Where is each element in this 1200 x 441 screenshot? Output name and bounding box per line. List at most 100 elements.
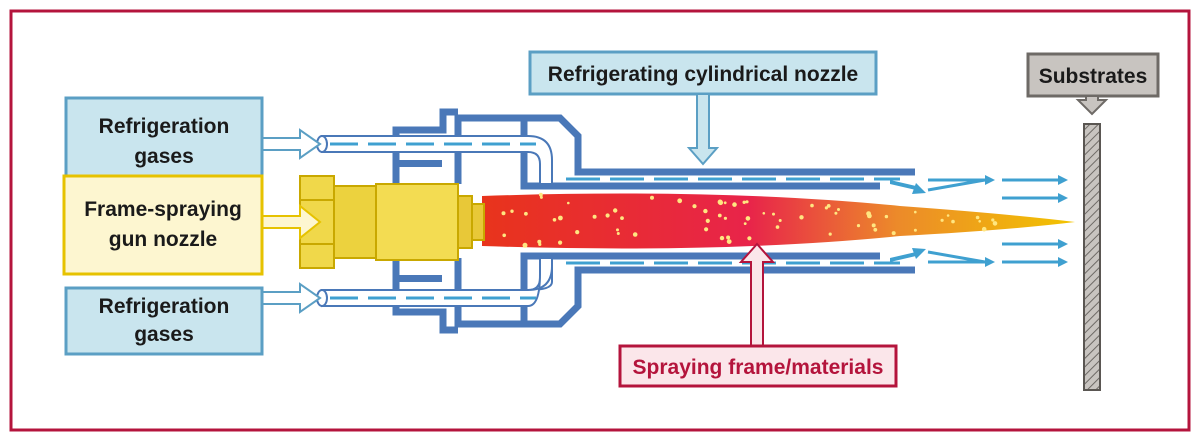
spray-particle bbox=[834, 211, 838, 215]
spray-particle bbox=[856, 224, 861, 228]
spray-particle bbox=[703, 208, 708, 214]
label-line: Refrigeration bbox=[99, 115, 230, 138]
spray-particle bbox=[575, 230, 580, 235]
spray-particle bbox=[502, 233, 507, 238]
spray-particle bbox=[747, 236, 752, 241]
gas-inflow-arrows bbox=[261, 128, 322, 314]
spray-particle bbox=[745, 200, 749, 204]
spray-particle bbox=[537, 239, 542, 244]
exit-gas-streams bbox=[927, 175, 1068, 267]
spray-particle bbox=[552, 218, 557, 222]
spray-particle bbox=[981, 226, 987, 232]
callout-arrow-icon bbox=[686, 93, 720, 166]
gas-flow-lines bbox=[330, 142, 900, 300]
spray-particle bbox=[867, 213, 872, 219]
inflow-arrow-icon bbox=[261, 128, 322, 160]
label-gun-nozzle: Frame-spraying gun nozzle bbox=[62, 174, 264, 276]
label-line: gases bbox=[134, 145, 194, 168]
spray-particle bbox=[951, 219, 955, 224]
spray-particle bbox=[778, 219, 782, 222]
spray-particle bbox=[837, 208, 840, 211]
gun-inflow-arrow-icon bbox=[261, 203, 322, 241]
label-refrigeration-gases-top: Refrigeration gases bbox=[64, 96, 264, 190]
spray-particle bbox=[826, 204, 831, 208]
spray-particle bbox=[717, 213, 722, 218]
spray-particle bbox=[539, 195, 543, 199]
spray-particle bbox=[946, 214, 950, 217]
spray-particle bbox=[742, 200, 746, 204]
label-line: gun nozzle bbox=[109, 228, 218, 251]
inflow-arrow-icon bbox=[261, 282, 322, 314]
spray-particle bbox=[871, 223, 876, 228]
spray-particle bbox=[592, 214, 597, 219]
spray-particle bbox=[692, 204, 697, 209]
substrate-plate bbox=[1083, 123, 1101, 391]
spray-particle bbox=[726, 239, 732, 245]
spray-flame bbox=[482, 193, 1075, 249]
spray-particle bbox=[567, 201, 570, 205]
spray-particle bbox=[501, 211, 506, 216]
gas-inlet-tubes bbox=[316, 135, 553, 308]
spray-particle bbox=[717, 199, 723, 205]
spray-particle bbox=[605, 213, 610, 218]
spray-particle bbox=[558, 215, 563, 221]
gas-outflow-arrows bbox=[890, 180, 926, 262]
spray-particle bbox=[828, 232, 832, 236]
spray-particle bbox=[775, 225, 780, 229]
spray-particle bbox=[677, 198, 683, 204]
spray-particle bbox=[978, 220, 981, 223]
spray-particle bbox=[539, 192, 543, 197]
spray-particle bbox=[743, 222, 747, 226]
gun-nozzle-hardware bbox=[299, 175, 485, 269]
spray-particle bbox=[824, 206, 829, 210]
spray-particle bbox=[772, 212, 775, 216]
label-line: Frame-spraying bbox=[84, 198, 242, 221]
callout-arrow-icon bbox=[738, 242, 776, 347]
spray-particle bbox=[975, 215, 980, 220]
spray-particle bbox=[613, 208, 618, 213]
label-substrates: Substrates bbox=[1026, 52, 1160, 116]
spray-particle bbox=[940, 218, 944, 222]
spray-particle bbox=[993, 222, 997, 226]
spray-particle bbox=[762, 212, 766, 215]
label-text: Substrates bbox=[1039, 65, 1148, 88]
spray-particle bbox=[991, 218, 995, 222]
label-text: Refrigerating cylindrical nozzle bbox=[548, 63, 858, 86]
spray-particle bbox=[745, 216, 751, 221]
spray-particle bbox=[616, 228, 619, 232]
spray-particle bbox=[810, 203, 814, 208]
spray-particle bbox=[723, 216, 728, 220]
outflow-arrow-icon bbox=[890, 180, 926, 194]
spray-particle bbox=[719, 235, 725, 241]
outflow-arrow-icon bbox=[890, 248, 926, 262]
spray-particle bbox=[913, 228, 917, 232]
spray-particle bbox=[914, 210, 917, 214]
spray-particle bbox=[650, 195, 654, 200]
spray-particle bbox=[732, 202, 737, 207]
spray-particle bbox=[632, 232, 638, 237]
spray-particle bbox=[620, 216, 624, 221]
spray-particle bbox=[524, 211, 528, 216]
spray-particle bbox=[616, 232, 620, 235]
spray-particle bbox=[723, 201, 727, 205]
label-refrigeration-gases-bottom: Refrigeration gases bbox=[64, 286, 264, 356]
label-line: Refrigeration bbox=[99, 295, 230, 318]
spray-particle bbox=[538, 242, 542, 246]
callout-arrow-icon bbox=[1075, 95, 1109, 116]
spray-particle bbox=[873, 227, 878, 232]
spray-particle bbox=[705, 218, 710, 223]
spray-particle bbox=[891, 231, 896, 236]
spray-particle bbox=[726, 235, 731, 240]
spray-particle bbox=[558, 240, 563, 245]
spray-particle bbox=[704, 227, 709, 232]
spray-particle bbox=[884, 214, 889, 219]
label-refrigerating-nozzle: Refrigerating cylindrical nozzle bbox=[528, 50, 878, 166]
flange-tabs bbox=[396, 160, 442, 282]
spray-particles bbox=[501, 192, 998, 248]
label-spraying-frame: Spraying frame/materials bbox=[618, 242, 898, 388]
spray-particle bbox=[510, 209, 514, 213]
label-line: gases bbox=[134, 323, 194, 346]
spray-particle bbox=[522, 242, 528, 248]
spray-particle bbox=[799, 215, 804, 220]
